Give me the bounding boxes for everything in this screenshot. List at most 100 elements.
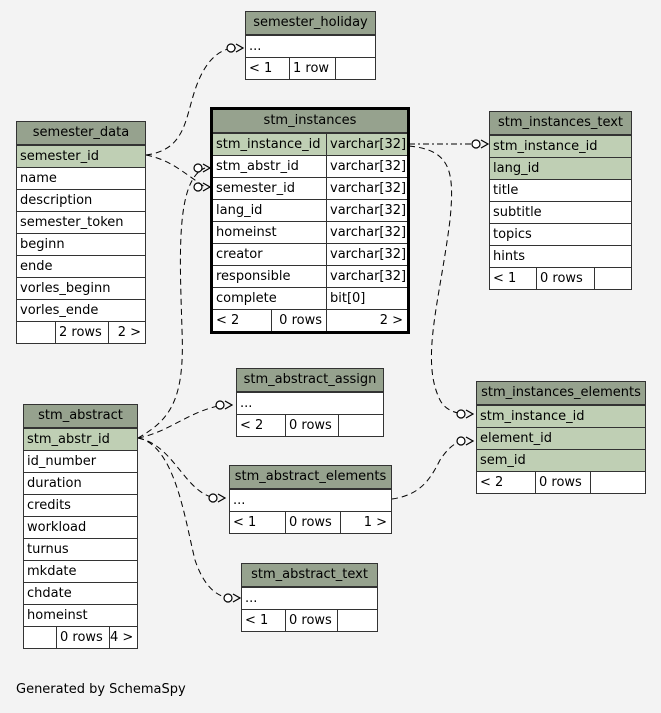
column-type: varchar[32] <box>326 156 407 177</box>
summary-cell: < 1 <box>493 271 517 286</box>
column-name: semester_id <box>216 181 296 196</box>
summary-cell: 2 rows <box>55 322 108 343</box>
column-type: varchar[32] <box>326 200 407 221</box>
table-semester-holiday[interactable]: semester_holiday ... < 1 1 row <box>245 11 376 80</box>
link-abstract-instances <box>137 167 206 439</box>
table-row: title <box>493 183 519 198</box>
summary-cell: 1 > <box>340 512 391 533</box>
summary-cell: 0 rows <box>535 472 590 493</box>
summary-cell: 4 > <box>109 627 137 648</box>
table-title: semester_data <box>17 122 145 145</box>
link-instances-elements <box>408 145 465 415</box>
summary-cell: 0 rows <box>56 627 109 648</box>
column-type: varchar[32] <box>326 178 407 199</box>
table-row: stm_instance_id <box>480 409 585 424</box>
table-row: name <box>20 171 57 186</box>
table-title: stm_instances <box>213 110 407 133</box>
link-abstract-assign <box>137 404 225 439</box>
summary-cell <box>337 610 377 631</box>
table-row: topics <box>493 227 532 242</box>
summary-cell: 0 rows <box>285 415 338 436</box>
crowfoot-marker <box>480 139 490 149</box>
table-row: id_number <box>27 454 97 469</box>
table-row: ... <box>245 591 258 606</box>
table-row: vorles_beginn <box>20 281 111 296</box>
summary-cell: 2 > <box>326 310 407 331</box>
link-abstract-text <box>137 437 233 599</box>
table-stm-abstract-elements[interactable]: stm_abstract_elements ... < 1 0 rows 1 > <box>229 465 392 534</box>
crowfoot-marker <box>224 400 234 410</box>
link-end-marker <box>223 593 233 603</box>
link-end-marker <box>226 43 236 53</box>
table-row: duration <box>27 476 82 491</box>
column-type: bit[0] <box>326 288 407 309</box>
summary-cell: 0 rows <box>285 512 340 533</box>
link-end-marker <box>193 182 203 192</box>
table-stm-abstract-assign[interactable]: stm_abstract_assign ... < 2 0 rows <box>236 368 384 437</box>
table-row: ... <box>240 396 253 411</box>
link-end-marker <box>215 400 225 410</box>
column-name: stm_instance_id <box>216 137 321 152</box>
table-stm-instances[interactable]: stm_instances stm_instance_id varchar[32… <box>210 107 410 334</box>
column-type: varchar[32] <box>326 134 407 155</box>
link-semester-holiday <box>145 47 237 156</box>
summary-cell: 2 > <box>108 322 145 343</box>
table-row: beginn <box>20 237 65 252</box>
summary-cell <box>590 472 645 493</box>
crowfoot-marker <box>232 593 242 603</box>
table-row: hints <box>493 249 525 264</box>
summary-cell: < 2 <box>240 418 264 433</box>
table-title: stm_abstract <box>24 405 137 428</box>
summary-cell <box>335 58 375 79</box>
summary-cell <box>338 415 383 436</box>
crowfoot-marker <box>217 493 227 503</box>
column-name: responsible <box>216 269 291 284</box>
crowfoot-marker <box>465 436 475 446</box>
column-name: complete <box>216 291 277 306</box>
table-row: element_id <box>480 431 552 446</box>
column-name: creator <box>216 247 263 262</box>
link-abstract-elements <box>137 437 218 499</box>
summary-cell: 0 rows <box>285 610 337 631</box>
column-name: homeinst <box>216 225 277 240</box>
summary-cell <box>594 268 631 289</box>
link-end-marker <box>193 163 203 173</box>
summary-cell: < 2 <box>216 313 240 328</box>
table-row: turnus <box>27 542 69 557</box>
summary-cell: 0 rows <box>536 268 594 289</box>
summary-cell: < 1 <box>233 515 257 530</box>
link-end-marker <box>208 493 218 503</box>
link-elements-abstract-elements <box>391 440 465 500</box>
table-title: stm_instances_elements <box>477 382 645 405</box>
summary-cell: 1 row <box>289 58 335 79</box>
table-row: lang_id <box>493 161 540 176</box>
table-row: sem_id <box>480 453 526 468</box>
generated-by-label: Generated by SchemaSpy <box>16 682 186 697</box>
table-row: ... <box>249 39 262 54</box>
crowfoot-marker <box>235 43 245 53</box>
crowfoot-marker <box>202 182 212 192</box>
column-type: varchar[32] <box>326 244 407 265</box>
table-row: homeinst <box>27 608 88 623</box>
table-row: workload <box>27 520 87 535</box>
column-name: stm_abstr_id <box>216 159 299 174</box>
table-row: semester_token <box>20 215 124 230</box>
summary-cell <box>17 322 55 343</box>
table-row: subtitle <box>493 205 542 220</box>
link-end-marker <box>456 409 466 419</box>
table-stm-abstract[interactable]: stm_abstract stm_abstr_id id_number dura… <box>23 404 138 649</box>
table-title: stm_instances_text <box>490 112 631 135</box>
table-semester-data[interactable]: semester_data semester_id name descripti… <box>16 121 146 344</box>
table-title: semester_holiday <box>246 12 375 35</box>
table-row: description <box>20 193 93 208</box>
table-stm-abstract-text[interactable]: stm_abstract_text ... < 1 0 rows <box>241 563 378 632</box>
table-title: stm_abstract_elements <box>230 466 391 489</box>
table-title: stm_abstract_text <box>242 564 377 587</box>
crowfoot-marker <box>465 409 475 419</box>
table-stm-instances-text[interactable]: stm_instances_text stm_instance_id lang_… <box>489 111 632 290</box>
table-row: ende <box>20 259 53 274</box>
column-type: varchar[32] <box>326 266 407 287</box>
column-name: lang_id <box>216 203 263 218</box>
table-stm-instances-elements[interactable]: stm_instances_elements stm_instance_id e… <box>476 381 646 494</box>
